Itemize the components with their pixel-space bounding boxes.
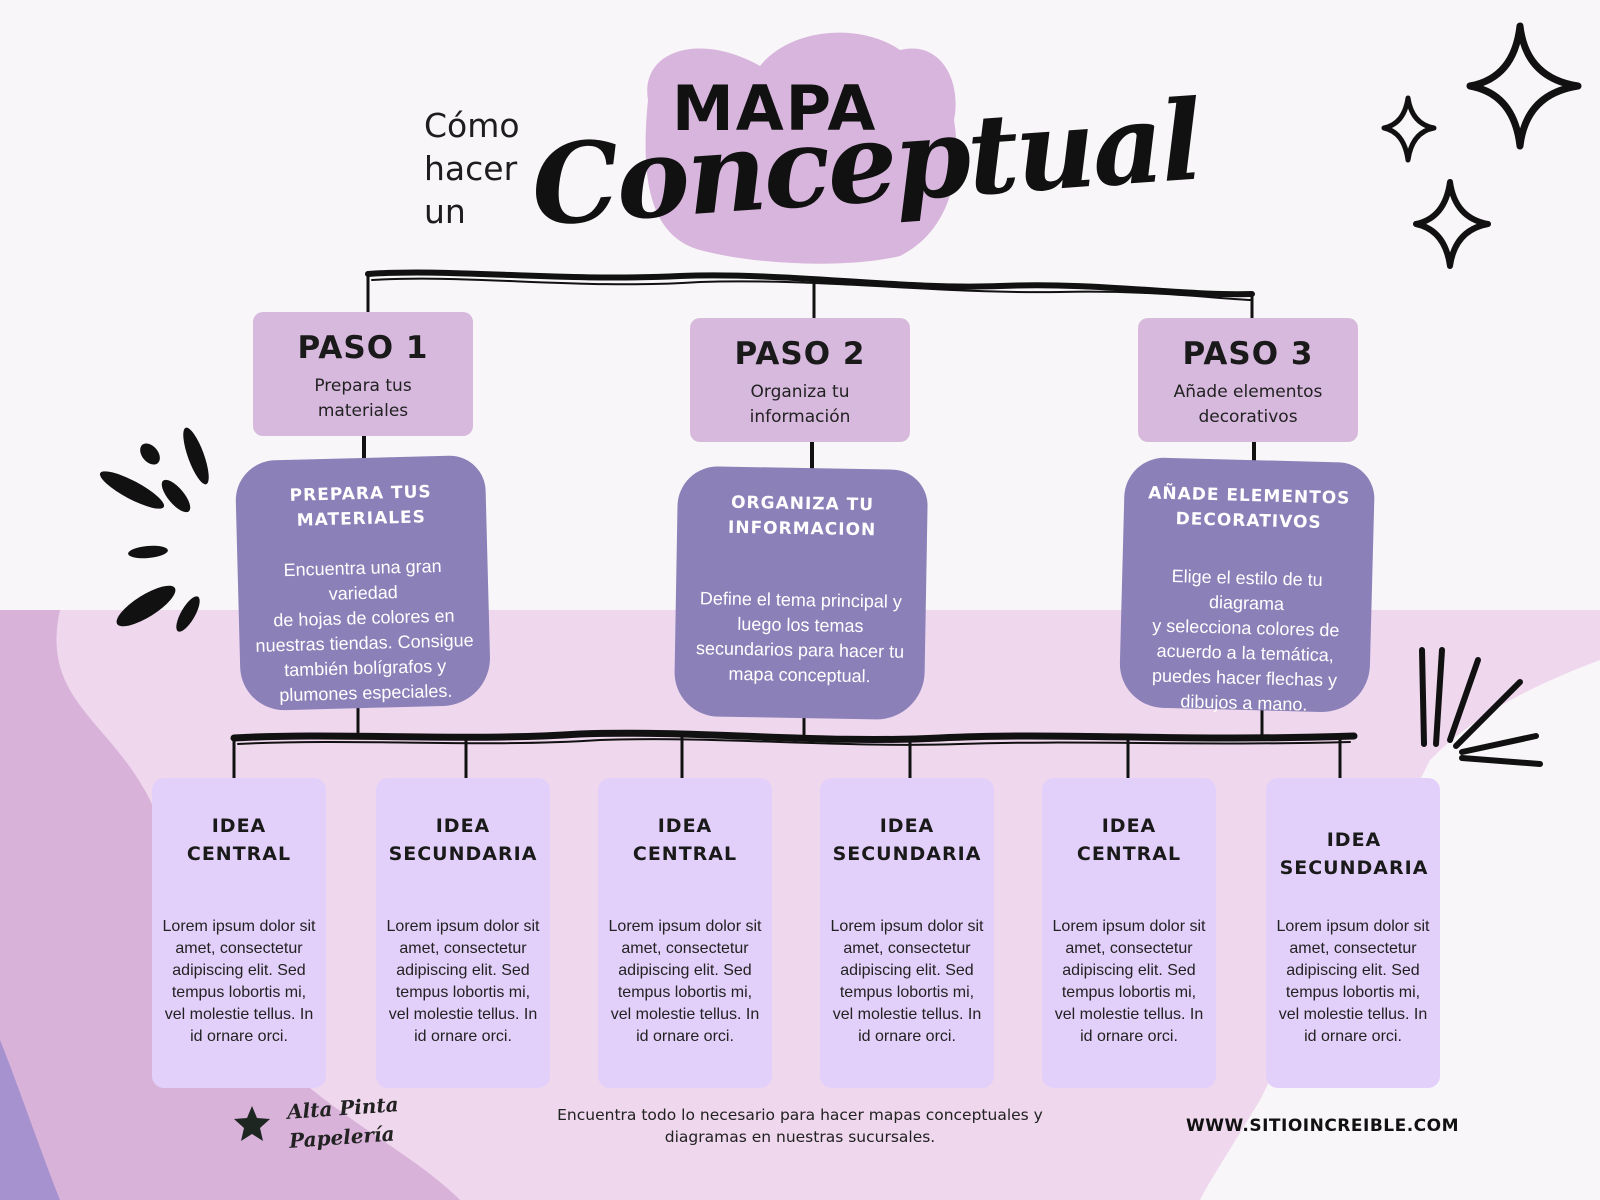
idea-box: IDEA CENTRAL Lorem ipsum dolor sit amet,… — [152, 778, 326, 1088]
idea-title: IDEA CENTRAL — [632, 815, 738, 865]
step-subtitle: Añade elementos decorativos — [1173, 382, 1323, 427]
detail-title: AÑADE ELEMENTOS DECORATIVOS — [1147, 483, 1351, 533]
detail-body: Define el tema principal y luego los tem… — [695, 588, 905, 687]
detail-body: Elige el estilo de tu diagrama y selecci… — [1151, 566, 1340, 715]
title-main: MAPA — [672, 72, 878, 145]
title-blob — [645, 32, 957, 264]
idea-box: IDEA SECUNDARIA Lorem ipsum dolor sit am… — [376, 778, 550, 1088]
website-link[interactable]: WWW.SITIOINCREIBLE.COM — [1186, 1116, 1460, 1136]
step-title: PASO 2 — [734, 336, 866, 372]
detail-box: ORGANIZA TU INFORMACION Define el tema p… — [673, 465, 929, 721]
sparkle-icon — [1381, 95, 1437, 163]
idea-box: IDEA SECUNDARIA Lorem ipsum dolor sit am… — [820, 778, 994, 1088]
idea-body: Lorem ipsum dolor sit amet, consectetur … — [162, 918, 316, 1045]
idea-body: Lorem ipsum dolor sit amet, consectetur … — [830, 918, 984, 1045]
detail-body: Encuentra una gran variedad de hojas de … — [255, 555, 474, 706]
purple-blob-left — [0, 610, 460, 1200]
brand-name: Alta Pinta Papelería — [286, 1092, 400, 1153]
title-prefix: Cómo hacer un — [424, 106, 520, 231]
top-connector — [365, 269, 1255, 298]
idea-body: Lorem ipsum dolor sit amet, consectetur … — [1276, 918, 1430, 1045]
idea-title: IDEA CENTRAL — [186, 815, 292, 865]
idea-box: IDEA CENTRAL Lorem ipsum dolor sit amet,… — [598, 778, 772, 1088]
step-box: PASO 2 Organiza tu información — [690, 318, 910, 442]
deep-purple-corner — [0, 1040, 60, 1200]
idea-title: IDEA SECUNDARIA — [388, 815, 538, 865]
idea-body: Lorem ipsum dolor sit amet, consectetur … — [608, 918, 762, 1045]
step-subtitle: Organiza tu información — [749, 382, 851, 427]
sparkle-icon — [1466, 22, 1582, 150]
detail-title: PREPARA TUS MATERIALES — [289, 482, 432, 531]
detail-box: AÑADE ELEMENTOS DECORATIVOS Elige el est… — [1118, 456, 1376, 715]
step-title: PASO 3 — [1182, 336, 1314, 372]
footer-note: Encuentra todo lo necesario para hacer m… — [557, 1106, 1043, 1146]
step-subtitle: Prepara tus materiales — [314, 376, 412, 421]
burst-lines-icon — [99, 427, 209, 632]
step-title: PASO 1 — [297, 330, 429, 366]
idea-body: Lorem ipsum dolor sit amet, consectetur … — [386, 918, 540, 1045]
step-box: PASO 3 Añade elementos decorativos — [1138, 318, 1358, 442]
idea-box: IDEA SECUNDARIA Lorem ipsum dolor sit am… — [1266, 778, 1440, 1088]
star-icon — [234, 1106, 270, 1141]
idea-box: IDEA CENTRAL Lorem ipsum dolor sit amet,… — [1042, 778, 1216, 1088]
idea-title: IDEA CENTRAL — [1076, 815, 1182, 865]
bottom-connector — [237, 738, 1351, 746]
idea-title: IDEA SECUNDARIA — [832, 815, 982, 865]
ray-lines-icon — [1419, 647, 1543, 767]
top-connector — [371, 277, 1251, 301]
idea-title: IDEA SECUNDARIA — [1279, 829, 1429, 879]
sparkle-icon — [1413, 179, 1491, 269]
idea-body: Lorem ipsum dolor sit amet, consectetur … — [1052, 918, 1206, 1045]
detail-box: PREPARA TUS MATERIALES Encuentra una gra… — [234, 454, 492, 712]
step-box: PASO 1 Prepara tus materiales — [253, 312, 473, 436]
detail-title: ORGANIZA TU INFORMACION — [727, 492, 877, 541]
bottom-connector — [230, 729, 1358, 744]
